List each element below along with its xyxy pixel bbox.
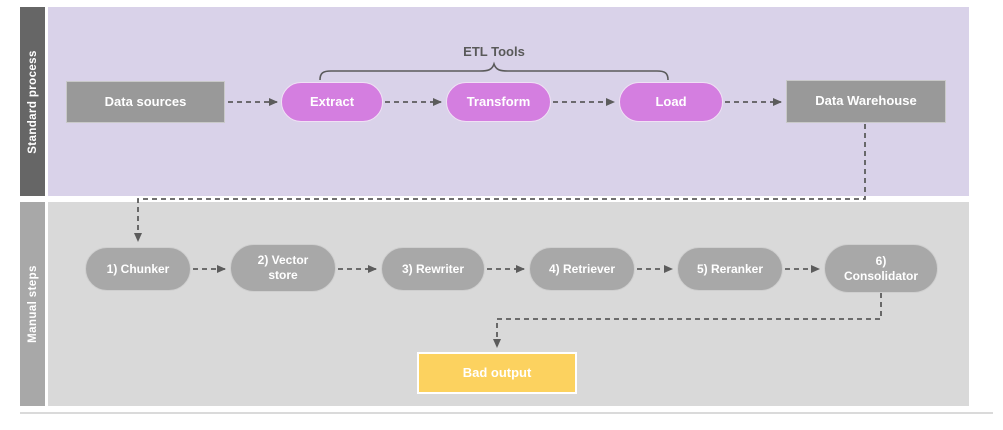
node-rewriter: 3) Rewriter [381, 247, 485, 291]
lane-label-manual-steps: Manual steps [26, 265, 39, 343]
node-data-warehouse: Data Warehouse [786, 80, 946, 123]
bottom-divider-line [20, 412, 993, 414]
etl-tools-label: ETL Tools [463, 44, 525, 59]
node-reranker: 5) Reranker [677, 247, 783, 291]
node-data-sources: Data sources [66, 81, 225, 123]
lane-header-standard-process: Standard process [20, 7, 45, 196]
node-vector-store: 2) Vector store [230, 244, 336, 292]
node-consolidator: 6) Consolidator [824, 244, 938, 293]
node-transform: Transform [446, 82, 551, 122]
node-chunker: 1) Chunker [85, 247, 191, 291]
node-bad-output: Bad output [417, 352, 577, 394]
lane-label-standard-process: Standard process [26, 49, 39, 154]
lane-header-manual-steps: Manual steps [20, 202, 45, 406]
node-extract: Extract [281, 82, 383, 122]
node-load: Load [619, 82, 723, 122]
node-retriever: 4) Retriever [529, 247, 635, 291]
